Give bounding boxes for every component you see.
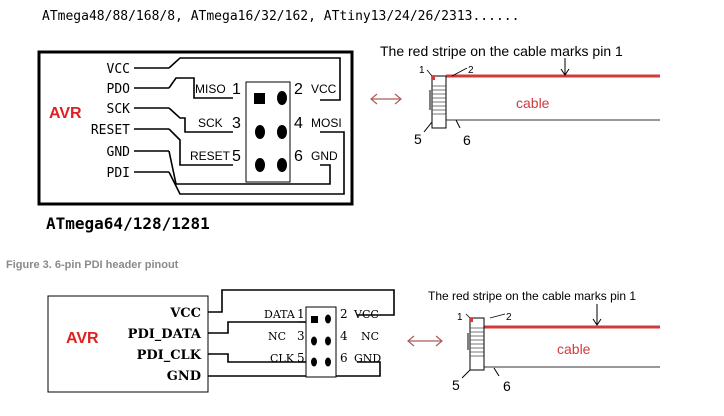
avr-signal-panel-top [39,52,169,204]
cable-connector-bottom [461,313,660,379]
hdr-label-mosi: MOSI [311,116,342,130]
signal-pdi-top: PDI [107,166,130,181]
pin2-dot-top [277,91,287,105]
cable-label-bottom: cable [557,341,591,357]
pin-num-5-bottom: 5 [297,351,305,365]
pin1-square-top [254,93,265,104]
pin-num-1-bottom: 1 [297,307,305,321]
double-arrow-bottom [407,335,443,347]
wires-top [134,57,345,195]
pin-num-3-top: 3 [232,115,241,132]
conn-pin-1-top: 1 [419,65,425,76]
hdr-label-clk-bottom: CLK [270,352,295,365]
pin-num-4-top: 4 [294,115,303,132]
signal-sck-top: SCK [107,102,131,117]
hdr-label-nc-left-bottom: NC [268,330,286,343]
signal-vcc-bottom: VCC [169,306,201,321]
conn-pin-1-bottom: 1 [457,312,463,323]
pin-num-3-bottom: 3 [297,329,305,343]
header-6pin-bottom [305,306,337,378]
signal-reset-top: RESET [91,123,130,138]
pin-num-2-top: 2 [294,81,303,98]
hdr-label-nc-right-bottom: NC [361,330,379,343]
hdr-label-data-bottom: DATA [264,308,296,321]
signal-gnd-bottom: GND [167,369,201,384]
pin-num-1-top: 1 [232,81,241,98]
pin-num-6-bottom: 6 [340,351,348,365]
pin2-dot-bottom [325,314,331,324]
cable-label-top: cable [516,95,550,111]
signal-gnd-top: GND [107,145,131,160]
pin-num-2-bottom: 2 [340,307,348,321]
signal-pdi-data-bottom: PDI_DATA [128,327,202,342]
conn-pin-5-bottom: 5 [452,377,460,393]
double-arrow-top [370,93,402,105]
signal-vcc-top: VCC [107,62,130,77]
avr-label-bottom: AVR [66,330,99,347]
conn-pin-6-top: 6 [463,132,471,148]
cable-connector-top [423,67,660,133]
hdr-label-gnd: GND [311,149,338,163]
pin4-dot-bottom [325,336,331,346]
signal-pdo-top: PDO [107,82,131,97]
pin6-dot-top [277,158,287,172]
pin6-dot-bottom [325,357,331,367]
avr-box-bottom [47,295,209,393]
hdr-label-reset: RESET [190,149,231,163]
hdr-label-gnd-bottom: GND [354,352,381,365]
pin3-dot-bottom [311,336,317,346]
conn-pin-2-top: 2 [468,65,474,76]
conn-pin-6-bottom: 6 [503,378,511,394]
hdr-label-vcc-bottom: VCC [353,308,379,321]
pin3-dot-top [255,125,265,139]
pin-num-4-bottom: 4 [340,329,348,343]
stripe-note-top: The red stripe on the cable marks pin 1 [380,43,623,59]
figure-caption: Figure 3. 6-pin PDI header pinout [6,259,179,271]
pin1-square-bottom [311,316,318,323]
signal-pdi-clk-bottom: PDI_CLK [137,348,202,363]
avr-label-top: AVR [49,105,82,122]
stripe-note-bottom: The red stripe on the cable marks pin 1 [428,289,636,303]
top-device-list: ATmega48/88/168/8, ATmega16/32/162, ATti… [42,9,519,24]
pin5-dot-bottom [311,357,317,367]
wires-bottom [208,289,395,377]
atmega64-caption: ATmega64/128/1281 [46,214,210,233]
hdr-label-sck: SCK [198,116,223,130]
pin-num-5-top: 5 [232,148,241,165]
pin-num-6-top: 6 [294,148,303,165]
conn-pin-5-top: 5 [414,131,422,147]
conn-pin-2-bottom: 2 [506,312,512,323]
hdr-label-miso: MISO [195,82,226,96]
pin5-dot-top [255,158,265,172]
pin4-dot-top [277,125,287,139]
hdr-label-vcc: VCC [311,82,337,96]
